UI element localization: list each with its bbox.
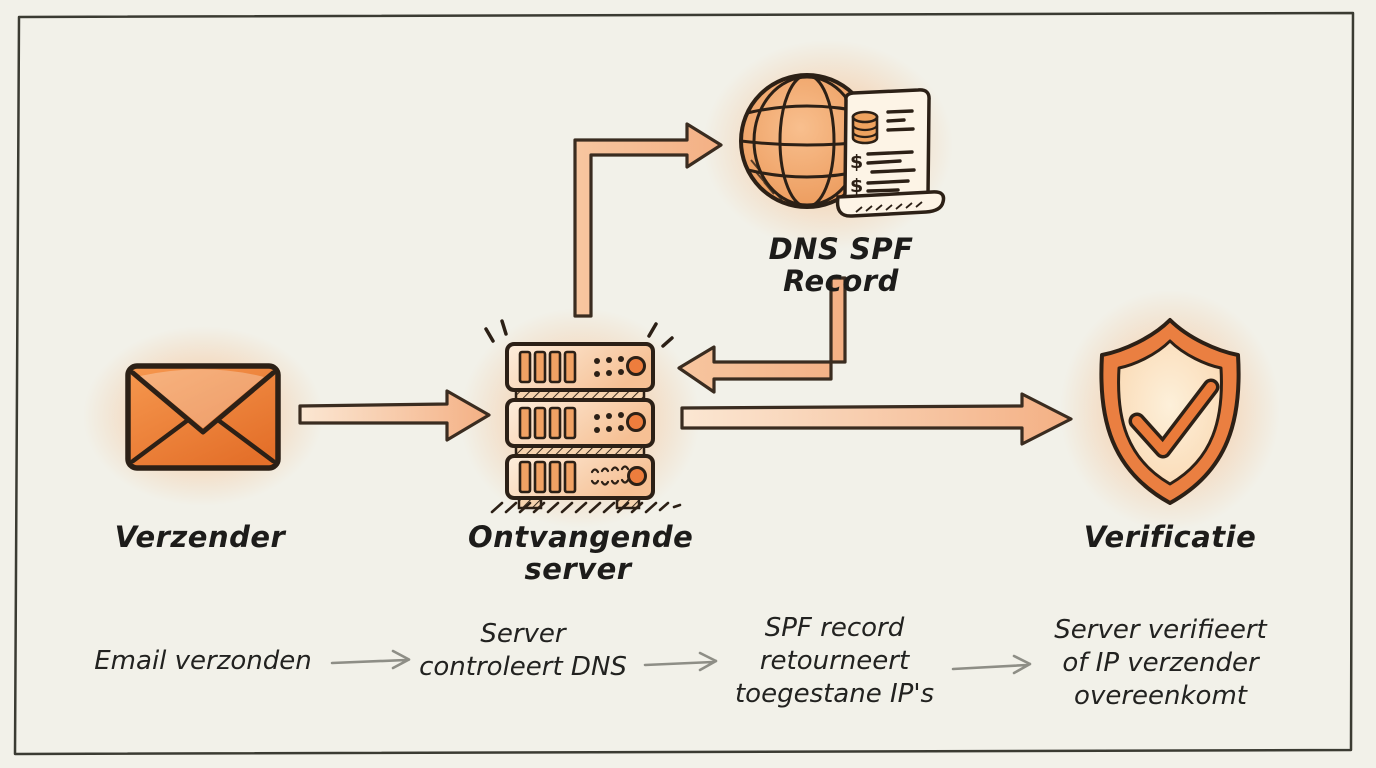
arrow-server-to-dns (573, 122, 723, 318)
arrow-dns-to-server (677, 276, 847, 394)
shield-check-icon (1099, 318, 1241, 505)
arrow-server-to-verification (680, 392, 1073, 446)
flow-step-3-line3: toegestane IP's (734, 678, 935, 709)
svg-text:$: $ (850, 175, 863, 197)
flow-step-2: Server controleert DNS (403, 618, 643, 684)
envelope-icon (125, 363, 281, 471)
arrow-sender-to-server (298, 389, 491, 442)
flow-step-arrows (330, 649, 1032, 675)
server-icon (484, 319, 682, 514)
sender-label: Verzender (114, 520, 286, 554)
flow-step-4: Server verifieert of IP verzender overee… (1038, 614, 1283, 712)
globe-scroll-icon: $ $ (739, 73, 946, 218)
flow-step-2-line1: Server (480, 619, 566, 649)
flow-step-4-line2: of IP verzender (1062, 647, 1259, 678)
flow-step-4-line1: Server verifieert (1054, 615, 1267, 645)
svg-text:$: $ (850, 151, 863, 173)
flow-step-3-line2: retourneert (759, 645, 910, 676)
frame-border (13, 11, 1355, 756)
flow-step-3-line1: SPF record (764, 613, 905, 643)
flow-step-1: Email verzonden (78, 645, 328, 678)
flow-step-2-line2: controleert DNS (419, 651, 627, 682)
verification-label: Verificatie (1083, 520, 1257, 554)
flow-step-3: SPF record retourneert toegestane IP's (722, 612, 947, 710)
dns-spf-record-label: DNS SPF Record (768, 232, 914, 299)
receiving-server-label-line2: server (524, 552, 632, 587)
receiving-server-label: Ontvangende server (468, 520, 694, 587)
flow-step-1-line1: Email verzonden (94, 646, 312, 676)
receiving-server-label-line1: Ontvangende (468, 520, 694, 554)
flow-step-4-line3: overeenkomt (1074, 680, 1247, 711)
